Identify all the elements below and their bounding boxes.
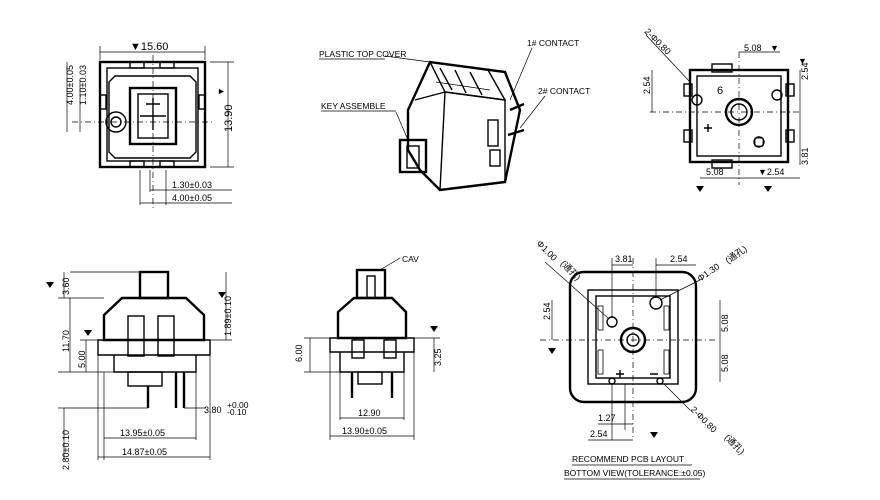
br-dim-bottom-b: ▼2.54 [758,167,784,177]
label-plastic-top-cover: PLASTIC TOP COVER [319,49,406,59]
bottom-view-top-right: 6 5.08 ▼ 2.54 ▼ 3.81 2.54 2-Φ0.80 5.08 ▼… [642,26,810,192]
pcb-dim-right-b: 5.08 [720,354,730,372]
br-dim-right-bottom: 3.81 [800,147,810,165]
top-left-dim-b: 1.10±0.03 [78,65,88,105]
label-key-assemble: KEY ASSEMBLE [321,101,386,111]
br-holes-label: 2-Φ0.80 [643,26,673,56]
br-dim-top-mark: ▼ [770,43,779,53]
br-dim-right-top-mark: ▼ [798,56,807,66]
iso-view: PLASTIC TOP COVER KEY ASSEMBLE 1# CONTAC… [319,38,590,192]
side-view: 3.60 11.70 5.00 2.80±0.10 1.89±0.10 3.80… [46,270,249,470]
br-dim-bottom-a: 5.08 [706,167,724,177]
side-dim-bottom-b: 14.87±0.05 [122,447,167,457]
pcb-dim-right-a: 5.08 [720,314,730,332]
front-dim-left: 6.00 [294,344,304,362]
label-contact-2: 2# CONTACT [538,86,590,96]
pcb-dim-top-b: 2.54 [670,254,688,264]
pcb-hole-right-note: (通孔) [723,244,748,266]
front-dim-right: 3.25 [433,348,443,366]
pin-label-6: 6 [717,85,723,97]
side-dim-right-b: 3.80 [204,405,222,415]
top-width-label: ▼15.60 [130,41,168,53]
pcb-dim-left: 2.54 [542,302,552,320]
pcb-holes-small-note: (通孔) [723,432,747,456]
br-dim-right-top: 2.54 [800,62,810,80]
side-dim-right-b-tol-minus: -0.10 [227,407,247,417]
pcb-dim-bottom-a: 1.27 [598,413,616,423]
top-left-dim-a: 4.00±0.05 [65,65,75,105]
top-bottom-dim-b: 4.00±0.05 [172,193,212,203]
front-dim-bottom-b: 13.90±0.05 [342,426,387,436]
side-dim-top: 3.60 [61,277,71,295]
pcb-subtitle: BOTTOM VIEW(TOLERANCE:±0.05) [564,468,705,478]
top-bottom-dim-a: 1.30±0.03 [172,180,212,190]
pcb-dim-bottom-b: 2.54 [590,429,608,439]
pcb-title: RECOMMEND PCB LAYOUT [572,454,684,464]
front-dim-bottom-a: 12.90 [358,408,381,418]
top-right-height-mark: ▼ [216,87,226,96]
side-dim-right-b-tol-plus: +0.00 [227,400,249,410]
pcb-hole-right: Φ1.30 [695,261,721,283]
side-dim-left-b: 5.00 [77,350,87,368]
side-dim-left-a: 11.70 [61,330,71,352]
pcb-hole-left: Φ1.00 [535,238,560,263]
pcb-layout-view: 3.81 2.54 Φ1.00 (通孔) Φ1.30 (通孔) 2.54 5.0… [535,238,749,480]
front-cav-label: CAV [402,254,419,264]
top-view: ▼15.60 4.00±0.05 1.10±0.03 13.90 ▼ 1.30±… [65,41,235,208]
side-dim-bottom-a: 13.95±0.05 [120,428,165,438]
side-dim-right-a: 1.89±0.10 [223,296,233,336]
br-dim-left: 2.54 [642,76,652,94]
br-dim-top: 5.08 [744,43,762,53]
side-dim-left-c: 2.80±0.10 [61,430,71,470]
front-view: CAV 6.00 3.25 12.90 13.90±0.05 [294,254,443,440]
top-right-height: 13.90 [223,104,235,132]
label-contact-1: 1# CONTACT [527,38,579,48]
pcb-holes-small: 2-Φ0.80 [689,404,719,434]
pcb-dim-top-a: 3.81 [615,254,633,264]
